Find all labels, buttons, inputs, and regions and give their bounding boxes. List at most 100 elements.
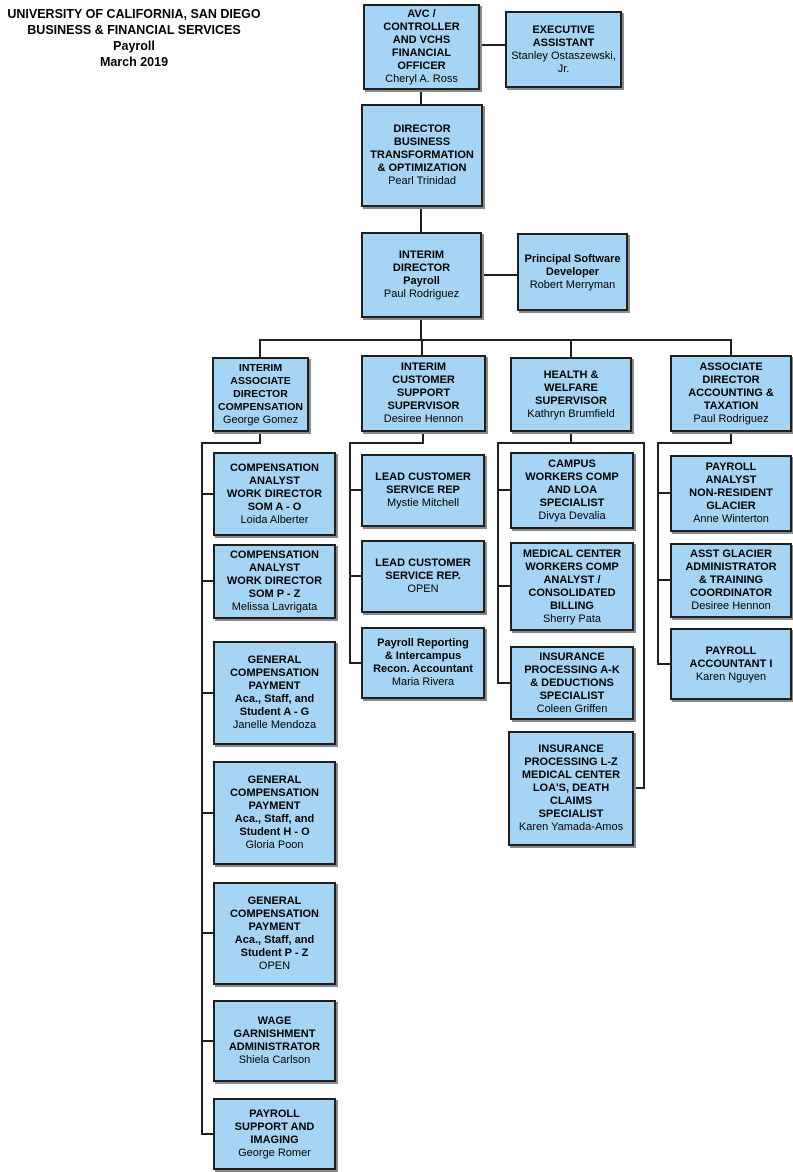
connector-segment [657,579,670,581]
connector-segment [349,575,361,577]
connector-segment [349,442,424,444]
node-person: Paul Rodriguez [693,413,769,425]
node-person: Kathryn Brumfield [527,407,615,420]
connector-segment [497,585,510,587]
title-line-date: March 2019 [99,55,169,69]
node-person: Cheryl A. Ross [385,73,458,85]
node-person: Gloria Poon [245,839,304,851]
connector-segment [201,442,261,444]
connector-segment [497,442,645,444]
node-person: Coleen Griffen [536,702,608,715]
connector-segment [259,432,261,444]
connector-segment [570,432,572,444]
node-person: Karen Nguyen [695,670,767,683]
node-person: OPEN [258,959,291,972]
connector-segment [349,662,361,664]
connector-segment [201,932,213,934]
connector-segment [420,90,422,104]
connector-segment [201,580,213,582]
connector-segment [201,493,213,495]
node-person: Stanley Ostaszewski, Jr. [511,49,616,75]
node-person: Pearl Trinidad [388,175,456,187]
node-person: Melissa Lavrigata [231,601,318,613]
title-line-unit: Payroll [113,39,155,53]
connector-segment [421,339,423,355]
node-person: Desiree Hennon [691,600,771,612]
connector-segment [201,1133,213,1135]
node-person: OPEN [407,583,439,595]
node-person: Anne Winterton [693,513,769,525]
connector-segment [420,207,422,232]
connector-segment [657,442,659,665]
node-person: Desiree Hennon [383,413,464,425]
node-person: Janelle Mendoza [232,719,317,731]
connector-segment [259,339,732,341]
connector-segment [480,44,505,46]
connector-segment [634,787,645,789]
connector-segment [657,442,732,444]
connector-segment [570,339,572,357]
connector-segment [349,489,361,491]
node-person: Paul Rodriguez [383,288,460,300]
connector-segment [643,442,645,789]
node-person: Sherry Pata [542,612,602,625]
connector-segment [201,692,213,694]
connector-segment [497,442,499,684]
connector-segment [259,339,261,357]
connector-segment [657,663,670,665]
connector-segment [201,442,203,1135]
connector-segment [730,339,732,355]
node-person: George Romer [238,1147,311,1159]
title-line-dept: BUSINESS & FINANCIAL SERVICES [27,23,241,37]
connector-segment [497,489,510,491]
connector-segment [657,492,670,494]
node-person: Maria Rivera [391,676,455,688]
connector-segment [201,1040,213,1042]
node-person: Divya Devalia [538,510,606,522]
connector-segment [482,274,517,276]
